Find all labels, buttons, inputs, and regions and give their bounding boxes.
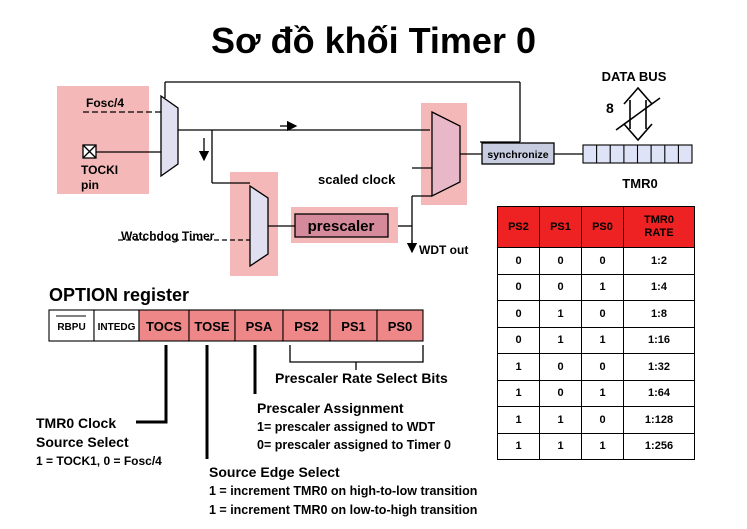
bit-tocs: TOCS <box>146 319 182 334</box>
assignment-1: 1= prescaler assigned to WDT <box>257 420 436 434</box>
cell-ps2: 1 <box>497 432 540 460</box>
table-row: 1 0 0 1:32 <box>497 353 695 381</box>
cell-ps1: 1 <box>539 406 582 434</box>
option-register-bits <box>48 309 424 342</box>
rate-select-label: Prescaler Rate Select Bits <box>275 370 448 386</box>
cell-ps0: 1 <box>581 432 624 460</box>
cell-ps0: 1 <box>581 273 624 301</box>
cell-ps0: 1 <box>581 379 624 407</box>
scaled-clock-label: scaled clock <box>318 172 396 187</box>
cell-rate: 1:256 <box>623 432 695 460</box>
cell-ps2: 1 <box>497 353 540 381</box>
prescaler-box <box>294 213 389 238</box>
cell-ps1: 0 <box>539 353 582 381</box>
prescaler-label: prescaler <box>308 218 375 235</box>
cell-ps2: 0 <box>497 300 540 328</box>
cell-rate: 1:8 <box>623 300 695 328</box>
cell-ps0: 1 <box>581 326 624 354</box>
cell-ps2: 0 <box>497 273 540 301</box>
cell-ps0: 0 <box>581 247 624 275</box>
table-row: 1 1 0 1:128 <box>497 406 695 434</box>
data-bus-label: DATA BUS <box>602 69 667 84</box>
edge-title: Source Edge Select <box>209 464 340 480</box>
bus-width-label: 8 <box>606 100 614 116</box>
assignment-0: 0= prescaler assigned to Timer 0 <box>257 438 451 452</box>
watchdog-timer-label: Watchdog Timer <box>121 229 215 243</box>
header-ps2: PS2 <box>497 206 540 248</box>
fosc4-label: Fosc/4 <box>86 96 124 110</box>
bit-tose: TOSE <box>194 319 229 334</box>
table-row: 0 0 1 1:4 <box>497 273 695 301</box>
table-row: 1 0 1 1:64 <box>497 379 695 407</box>
cell-ps1: 1 <box>539 432 582 460</box>
cell-rate: 1:128 <box>623 406 695 434</box>
cell-ps1: 1 <box>539 300 582 328</box>
cell-ps1: 0 <box>539 273 582 301</box>
clock-source-mux <box>160 94 179 178</box>
data-bus-arrow <box>615 86 661 142</box>
header-ps0: PS0 <box>581 206 624 248</box>
clock-desc: 1 = TOCK1, 0 = Fosc/4 <box>36 454 162 468</box>
page-title: Sơ đồ khối Timer 0 <box>210 20 536 61</box>
header-ps1: PS1 <box>539 206 582 248</box>
cell-rate: 1:2 <box>623 247 695 275</box>
cell-ps1: 1 <box>539 326 582 354</box>
bit-ps0: PS0 <box>388 319 413 334</box>
cell-ps2: 0 <box>497 326 540 354</box>
table-row: 0 1 0 1:8 <box>497 300 695 328</box>
tmr0-register <box>582 144 693 164</box>
edge-0: 1 = increment TMR0 on low-to-high transi… <box>209 503 477 517</box>
clock-title-2: Source Select <box>36 434 129 450</box>
cell-rate: 1:4 <box>623 273 695 301</box>
edge-1: 1 = increment TMR0 on high-to-low transi… <box>209 484 477 498</box>
bit-rbpu: RBPU <box>57 322 85 333</box>
option-register-title: OPTION register <box>49 285 189 305</box>
synchronize-box <box>481 142 555 165</box>
cell-ps2: 0 <box>497 247 540 275</box>
input-highlight <box>57 86 149 194</box>
output-mux <box>431 110 461 198</box>
clock-title-1: TMR0 Clock <box>36 415 116 431</box>
cell-rate: 1:16 <box>623 326 695 354</box>
synchronize-label: synchronize <box>487 149 548 161</box>
pin-label: pin <box>81 178 99 192</box>
cell-ps2: 1 <box>497 379 540 407</box>
cell-rate: 1:32 <box>623 353 695 381</box>
bit-ps2: PS2 <box>294 319 319 334</box>
assignment-title: Prescaler Assignment <box>257 400 404 416</box>
bit-psa: PSA <box>246 319 273 334</box>
table-row: 0 0 0 1:2 <box>497 247 695 275</box>
bit-intedg: INTEDG <box>98 322 136 333</box>
table-row: 0 1 1 1:16 <box>497 326 695 354</box>
cell-ps1: 0 <box>539 379 582 407</box>
cell-rate: 1:64 <box>623 379 695 407</box>
table-row: 1 1 1 1:256 <box>497 432 695 460</box>
wdt-out-label: WDT out <box>419 243 468 257</box>
cell-ps0: 0 <box>581 300 624 328</box>
cell-ps0: 0 <box>581 406 624 434</box>
cell-ps1: 0 <box>539 247 582 275</box>
bit-ps1: PS1 <box>341 319 366 334</box>
tocki-label: TOCKI <box>81 163 118 177</box>
cell-ps0: 0 <box>581 353 624 381</box>
cell-ps2: 1 <box>497 406 540 434</box>
tmr0-label: TMR0 <box>622 176 657 191</box>
tocki-pin-icon <box>82 144 97 159</box>
prescaler-assignment-mux <box>249 184 269 268</box>
